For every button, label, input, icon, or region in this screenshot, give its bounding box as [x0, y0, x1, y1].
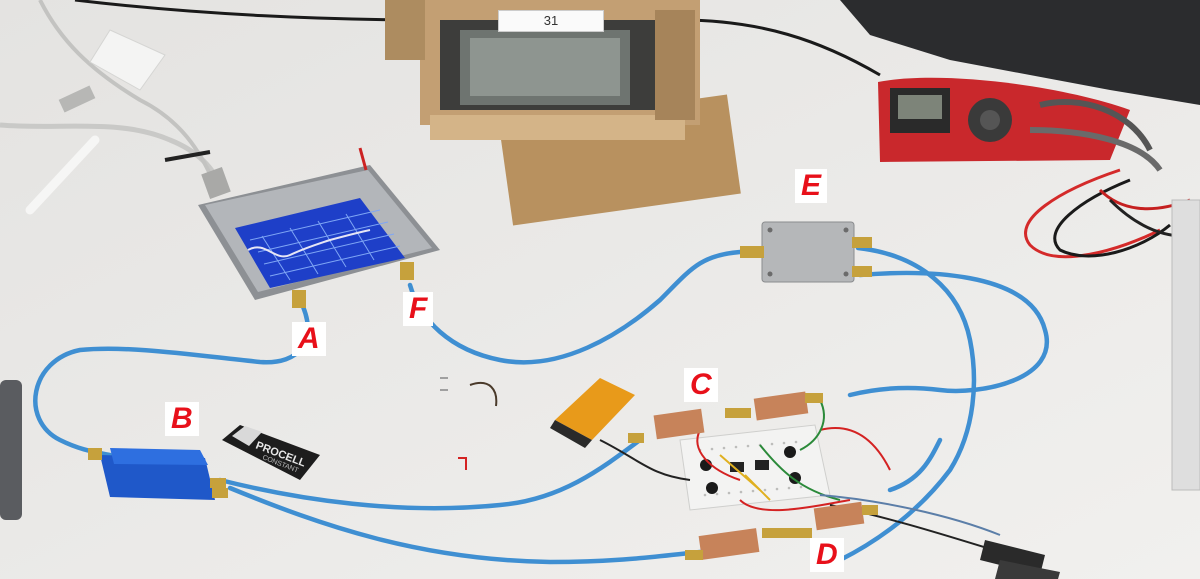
wire-scrap — [458, 457, 467, 470]
probe-leads — [1024, 99, 1200, 259]
label-d: D — [810, 538, 844, 572]
label-e: E — [795, 169, 828, 203]
label-f: F — [403, 292, 434, 326]
alligator-clips — [980, 540, 1060, 579]
label-a: A — [292, 322, 326, 356]
vna-analyzer — [198, 147, 440, 308]
cardboard-box — [385, 0, 741, 226]
coax-cables — [33, 245, 1050, 565]
battery — [222, 425, 320, 480]
label-c: C — [684, 368, 718, 402]
left-device-edge — [0, 380, 22, 520]
right-panel — [1171, 199, 1200, 491]
label-b: B — [165, 402, 199, 436]
usb-cables — [0, 0, 231, 215]
wire-scrap — [440, 377, 448, 391]
breadboard — [679, 424, 831, 511]
rf-amplifier — [740, 221, 872, 283]
box-number-label: 31 — [498, 10, 604, 32]
wire-scrap — [469, 382, 498, 407]
lipo-battery — [550, 378, 635, 448]
pcb-modules — [628, 391, 878, 560]
power-splitter — [88, 448, 228, 500]
